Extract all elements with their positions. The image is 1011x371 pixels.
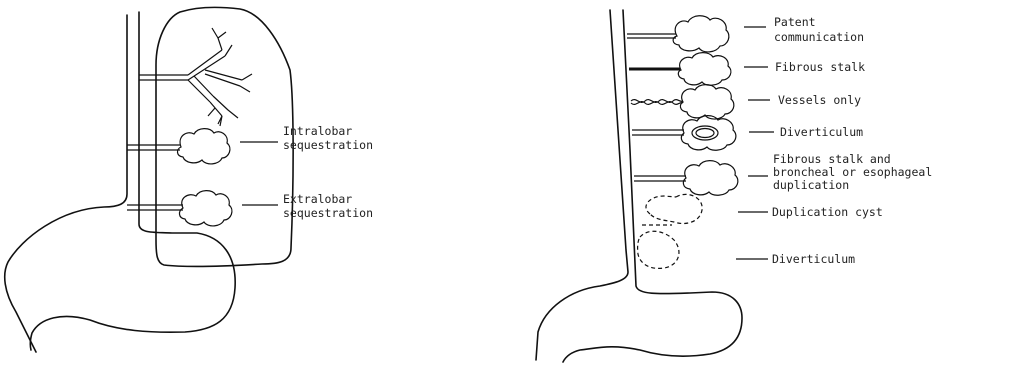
diverticulum-item-lower xyxy=(638,231,679,268)
left-lung-outline xyxy=(156,7,293,266)
vessels-only-label: Vessels only xyxy=(778,93,861,107)
extralobar-sequestration xyxy=(127,191,232,226)
duplication-cyst-label: Duplication cyst xyxy=(772,205,883,219)
left-esophagus-left-wall xyxy=(5,15,127,352)
intralobar-lobulated-mass xyxy=(177,129,229,164)
vessels-only-mass xyxy=(680,85,734,119)
fibrous-stalk-duplication-item xyxy=(634,161,738,196)
extralobar-label: Extralobar sequestration xyxy=(283,192,373,220)
right-esophagus-right-wall xyxy=(563,10,742,362)
vessels-only-item xyxy=(631,85,734,119)
diverticulum-upper-label: Diverticulum xyxy=(780,125,863,139)
extralobar-lobulated-mass xyxy=(179,191,231,226)
diverticulum-item-upper xyxy=(632,116,736,151)
patent-communication-label: Patent communication xyxy=(774,15,864,44)
intralobar-sequestration xyxy=(127,129,230,164)
diverticulum-lower-label: Diverticulum xyxy=(772,252,855,266)
intralobar-label: Intralobar sequestration xyxy=(283,124,373,152)
patent-communication-mass xyxy=(673,16,729,52)
fibrous-stalk-mass xyxy=(678,53,731,86)
fibrous-stalk-duplication-mass xyxy=(683,161,738,196)
fibrous-stalk-item xyxy=(629,53,731,86)
right-panel: Patent communication Fibrous stalk Vesse… xyxy=(536,10,939,362)
right-esophagus-left-wall xyxy=(536,10,628,360)
fibrous-stalk-label: Fibrous stalk xyxy=(775,60,865,74)
left-panel: Intralobar sequestration Extralobar sequ… xyxy=(5,7,373,352)
diverticulum-mass xyxy=(681,116,736,151)
patent-communication xyxy=(627,16,729,52)
fibrous-stalk-duplication-label: Fibrous stalk and broncheal or esophagea… xyxy=(773,152,939,192)
duplication-cyst-item xyxy=(642,194,702,225)
